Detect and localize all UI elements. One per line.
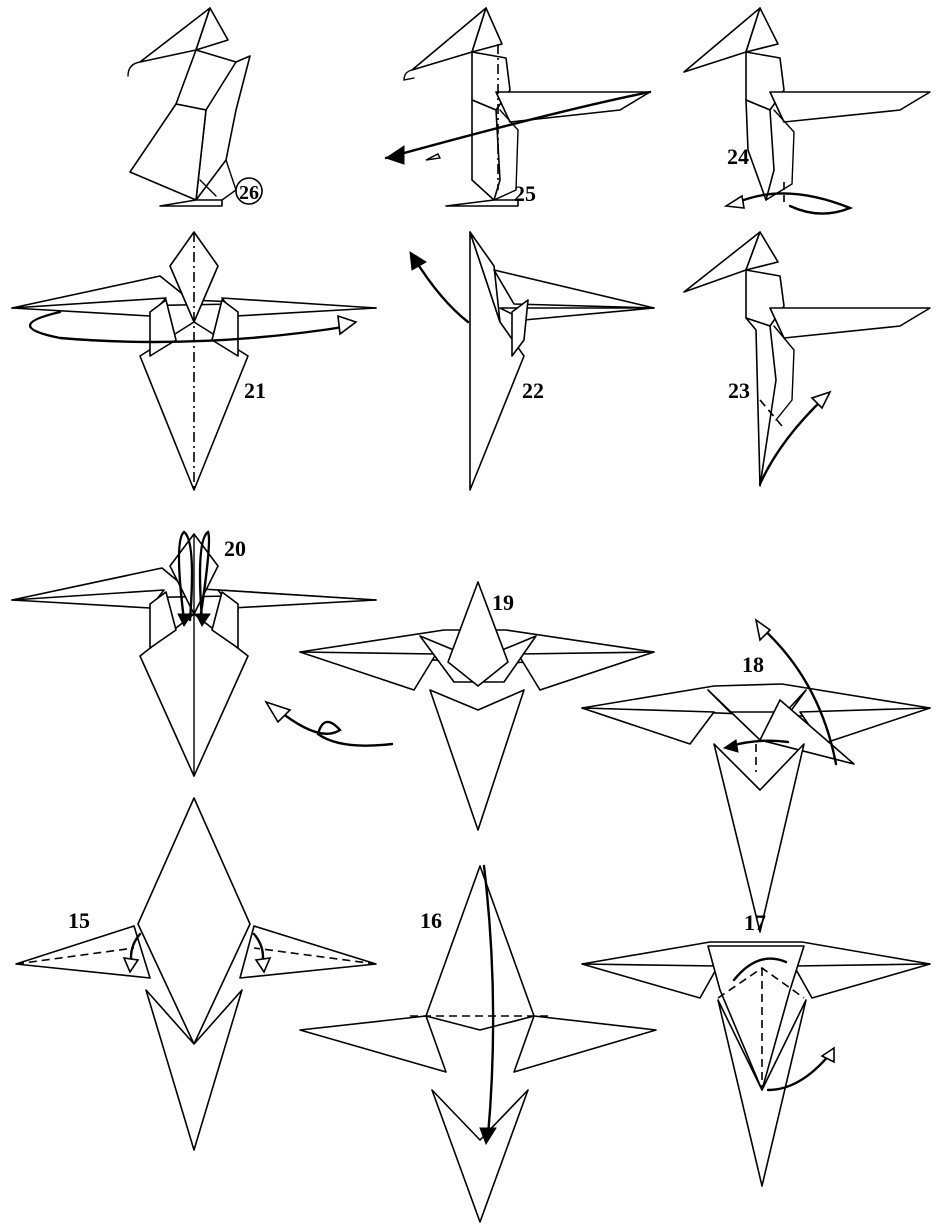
- step-15-number: 15: [68, 908, 90, 933]
- step-17-number: 17: [744, 910, 766, 935]
- step-21-number: 21: [244, 378, 266, 403]
- step-23-number: 23: [728, 378, 750, 403]
- step-26-diagram: [128, 8, 250, 206]
- step-24-number: 24: [727, 144, 749, 169]
- step-24-diagram: [684, 8, 930, 214]
- step-15-diagram: [16, 798, 376, 1150]
- step-16-number: 16: [420, 908, 442, 933]
- step-25-number: 25: [514, 181, 536, 206]
- step-26-number: 26: [239, 182, 259, 204]
- step-17-diagram: [582, 942, 930, 1186]
- step-23-diagram: [684, 232, 930, 486]
- step-25-diagram: [386, 8, 650, 206]
- step-20-number: 20: [224, 536, 246, 561]
- step-22-number: 22: [522, 378, 544, 403]
- step-21-diagram: [12, 232, 376, 490]
- step-19-number: 19: [492, 590, 514, 615]
- step-16-diagram: [300, 866, 656, 1222]
- step-18-number: 18: [742, 652, 764, 677]
- step-22-diagram: [410, 232, 654, 490]
